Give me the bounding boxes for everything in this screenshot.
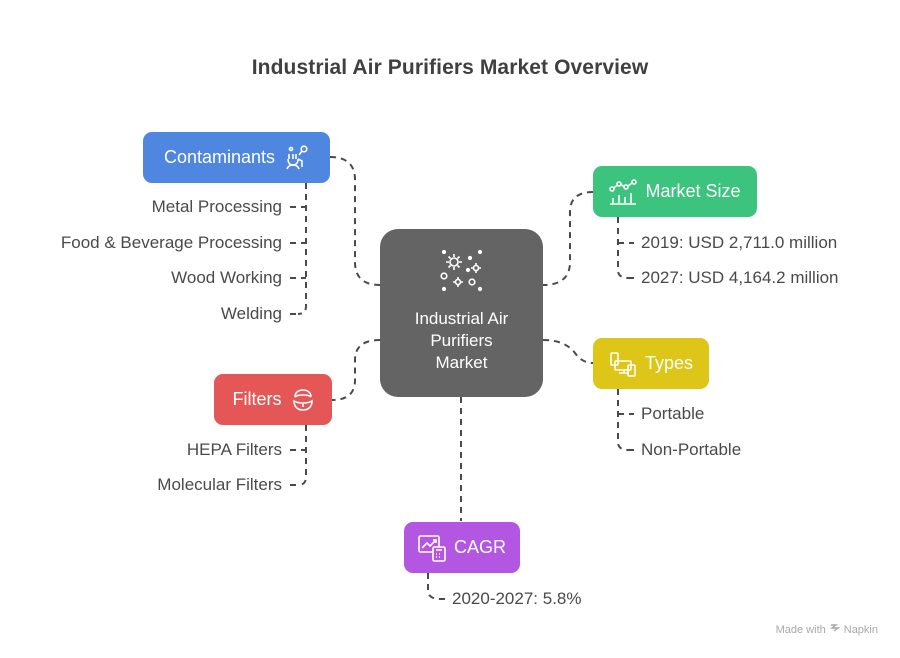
- cagr-item: 2020-2027: 5.8%: [452, 589, 582, 608]
- center-node[interactable]: Industrial Air Purifiers Market: [380, 229, 543, 397]
- types-label: Types: [644, 353, 694, 373]
- contaminants-item: Wood Working: [171, 268, 282, 287]
- napkin-logo-icon: [829, 623, 840, 636]
- napkin-credit[interactable]: Made with Napkin: [776, 623, 878, 636]
- center-label-line-1: Industrial Air: [414, 309, 509, 328]
- devices-icon: [609, 351, 637, 377]
- contaminants-item: Metal Processing: [151, 197, 282, 216]
- market-size-item: 2027: USD 4,164.2 million: [641, 268, 839, 287]
- filters-node[interactable]: Filters: [214, 374, 332, 425]
- connector-contaminants-spine: [297, 183, 307, 315]
- air-pollution-person-icon: [285, 144, 309, 171]
- filters-item: HEPA Filters: [186, 440, 282, 459]
- market-size-label: Market Size: [645, 181, 741, 201]
- types-node[interactable]: Types: [593, 338, 709, 389]
- center-label-line-2: Purifiers: [430, 331, 493, 350]
- growth-chart-icon: [609, 178, 638, 205]
- types-item: Non-Portable: [641, 440, 742, 459]
- types-item: Portable: [641, 404, 705, 423]
- connector-contaminants: [329, 156, 381, 286]
- chart-calculator-icon: [418, 534, 446, 562]
- contaminants-item: Food & Beverage Processing: [60, 233, 282, 252]
- connector-filters: [331, 339, 381, 401]
- credit-prefix: Made with: [775, 623, 826, 636]
- connector-types: [542, 339, 594, 364]
- market-size-node[interactable]: Market Size: [593, 166, 757, 217]
- credit-brand: Napkin: [843, 623, 878, 636]
- diagram-title: Industrial Air Purifiers Market Overview: [251, 56, 649, 79]
- center-label-line-3: Market: [435, 353, 488, 372]
- market-size-item: 2019: USD 2,711.0 million: [641, 233, 838, 252]
- contaminants-node[interactable]: Contaminants: [143, 132, 330, 183]
- contaminants-label: Contaminants: [163, 147, 276, 167]
- cagr-node[interactable]: CAGR: [404, 522, 520, 573]
- face-mask-icon: [292, 388, 314, 412]
- filters-label: Filters: [232, 389, 282, 409]
- connector-market-size: [542, 191, 594, 286]
- air-particles-icon: [439, 249, 484, 298]
- filters-item: Molecular Filters: [157, 475, 282, 494]
- cagr-label: CAGR: [453, 537, 506, 557]
- contaminants-item: Welding: [220, 304, 282, 323]
